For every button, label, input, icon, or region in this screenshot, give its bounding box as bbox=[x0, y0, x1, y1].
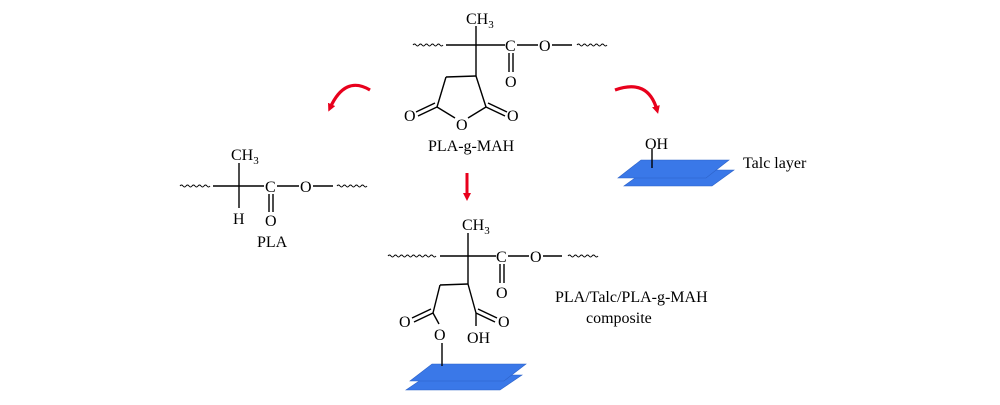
ring-bond bbox=[475, 75, 487, 108]
wavy-chain-end-left bbox=[387, 254, 437, 258]
ring-bond bbox=[445, 75, 477, 78]
left-carbonyl-oxygen: O bbox=[399, 314, 411, 331]
linking-oxygen: O bbox=[434, 327, 446, 344]
talc-sheet-upper bbox=[617, 159, 730, 179]
talc-sheet-upper bbox=[409, 363, 527, 382]
carbonyl-oxygen: O bbox=[265, 213, 277, 230]
ester-oxygen: O bbox=[539, 38, 551, 55]
hydrogen-atom: H bbox=[233, 211, 245, 228]
curved-arrow-right-icon bbox=[614, 85, 660, 114]
hydroxyl-group: OH bbox=[645, 136, 669, 153]
double-bond bbox=[487, 102, 508, 113]
wavy-chain-end-left bbox=[412, 43, 444, 47]
carbonyl-carbon: C bbox=[265, 179, 276, 196]
composite-label-line2: composite bbox=[586, 310, 652, 327]
methyl-group: CH3 bbox=[466, 11, 494, 31]
pla-g-mah-label: PLA-g-MAH bbox=[428, 138, 515, 155]
composite-structure: CH3 C O O O O O OH PLA/Talc/PLA-g-MAH co… bbox=[387, 217, 708, 391]
carbonyl-oxygen: O bbox=[496, 285, 508, 302]
bond bbox=[467, 283, 477, 314]
carbonyl-oxygen: O bbox=[505, 74, 517, 91]
ring-bond bbox=[467, 106, 487, 119]
right-carbonyl-oxygen: O bbox=[498, 314, 510, 331]
ester-oxygen: O bbox=[300, 179, 312, 196]
composite-label-line1: PLA/Talc/PLA-g-MAH bbox=[555, 289, 708, 306]
carbonyl-carbon: C bbox=[496, 249, 507, 266]
double-bond bbox=[477, 308, 498, 319]
ring-oxygen-center: O bbox=[456, 117, 468, 134]
carbonyl-carbon: C bbox=[505, 38, 516, 55]
wavy-chain-end-right bbox=[567, 254, 599, 258]
talc-structure: OH Talc layer bbox=[617, 136, 807, 187]
ring-oxygen-left: O bbox=[404, 108, 416, 125]
ring-bond bbox=[436, 106, 456, 119]
methyl-group: CH3 bbox=[462, 217, 490, 237]
double-bond bbox=[413, 312, 434, 323]
ring-oxygen-right: O bbox=[507, 108, 519, 125]
pla-structure: CH3 H C O O PLA bbox=[179, 147, 368, 251]
methyl-group: CH3 bbox=[231, 147, 259, 167]
double-bond bbox=[475, 312, 496, 323]
pla-g-mah-structure: CH3 C O O O O O PLA-g-MAH bbox=[404, 11, 608, 155]
wavy-chain-end-right bbox=[576, 43, 608, 47]
double-bond bbox=[415, 102, 436, 113]
ring-bond bbox=[436, 76, 447, 108]
bond bbox=[432, 312, 440, 325]
double-bond bbox=[411, 308, 432, 319]
double-bond bbox=[485, 106, 506, 117]
pla-label: PLA bbox=[257, 234, 288, 251]
hydroxyl-group: OH bbox=[467, 330, 491, 347]
ester-oxygen: O bbox=[530, 249, 542, 266]
double-bond bbox=[417, 106, 438, 117]
talc-layer-label: Talc layer bbox=[743, 155, 807, 172]
wavy-chain-end-right bbox=[336, 184, 368, 188]
bond bbox=[432, 284, 441, 314]
curved-arrow-left-icon bbox=[328, 83, 371, 112]
bond bbox=[439, 283, 469, 286]
wavy-chain-end-left bbox=[179, 184, 211, 188]
